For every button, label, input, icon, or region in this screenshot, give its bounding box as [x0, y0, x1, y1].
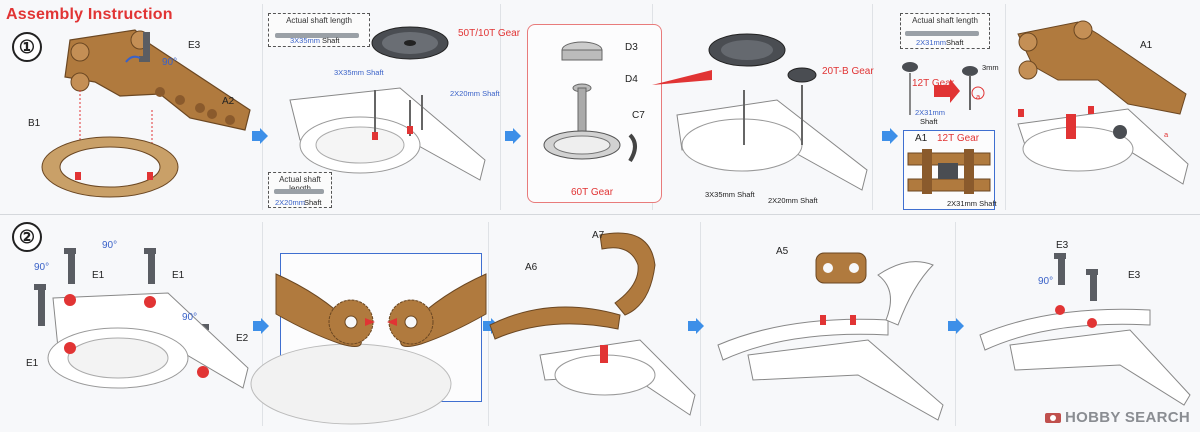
- label-angle: 90°: [182, 312, 198, 323]
- actual-shaft-length-box-bottom: Actual shaft length: [268, 172, 332, 208]
- shaft-size-2x31: 2X31mm: [916, 38, 947, 47]
- label-angle: 90°: [1038, 276, 1054, 287]
- shaft-icon: [905, 31, 979, 36]
- shaft-size-2x20: 2X20mm: [275, 198, 306, 207]
- label-e2: E2: [236, 333, 249, 344]
- label-d3: D3: [625, 42, 638, 53]
- label-12t-gear: 12T Gear: [912, 78, 955, 89]
- frame-a2-and-ring-b1-illustration: [41, 29, 251, 198]
- detail-callout: [903, 130, 995, 210]
- label-e3: E3: [1056, 240, 1069, 251]
- label-a2: A2: [222, 96, 235, 107]
- flow-arrow-icon: [948, 318, 964, 334]
- arms-a6-a7-illustration: [489, 232, 696, 416]
- shaft-size-3x35: 3X35mm: [290, 36, 321, 45]
- plate-a5-illustration: [717, 252, 944, 421]
- shaft-word: Shaft: [304, 198, 322, 207]
- hobby-search-logo: HOBBY SEARCH: [1044, 409, 1190, 426]
- gear-20t-assembly-illustration: [652, 33, 868, 191]
- gear-60t-subassembly-illustration: [543, 41, 637, 163]
- label-shaft-3x35: 3X35mm Shaft: [705, 190, 755, 199]
- label-e3: E3: [1128, 270, 1141, 281]
- flow-arrow-icon: [252, 128, 268, 144]
- label-angle: 90°: [162, 57, 178, 68]
- row-divider: [0, 214, 1200, 215]
- gear-50t-10t-illustration: [371, 26, 449, 60]
- page-title: Assembly Instruction: [6, 6, 173, 23]
- label-b1: B1: [28, 118, 41, 129]
- actual-shaft-length-caption: Actual shaft length: [279, 175, 321, 193]
- frame-a1-assembly-illustration: [1017, 20, 1189, 185]
- step-number-1: ①: [12, 32, 42, 62]
- marker-a: a: [976, 92, 981, 101]
- detail-label-12t-gear: 12T Gear: [937, 133, 980, 144]
- step-number-2: ②: [12, 222, 42, 252]
- label-d4: D4: [625, 74, 638, 85]
- label-a6: A6: [525, 262, 538, 273]
- label-e1: E1: [172, 270, 185, 281]
- label-c7: C7: [632, 110, 645, 121]
- flow-arrow-icon: [688, 318, 704, 334]
- gear-mesh-detail-illustration: [250, 273, 487, 425]
- label-a5: A5: [776, 246, 789, 257]
- label-e1: E1: [92, 270, 105, 281]
- gear-mesh-detail-callout: [250, 253, 487, 425]
- e1-e2-keys-illustration: [34, 248, 249, 389]
- detail-label-shaft: 2X31mm Shaft: [947, 199, 997, 208]
- logo-text: HOBBY SEARCH: [1064, 409, 1190, 426]
- detail-gear-shaft-illustration: [907, 149, 991, 194]
- label-20t-b-gear: 20T-B Gear: [822, 66, 874, 77]
- gear-label-50t-10t: 50T/10T Gear: [458, 28, 521, 39]
- label-shaft-3x35: 3X35mm Shaft: [334, 68, 384, 77]
- panel-separator: [1005, 4, 1006, 210]
- actual-shaft-length-box: Actual shaft length: [268, 13, 370, 47]
- flow-arrow-icon: [253, 318, 269, 334]
- logo-icon: [1044, 412, 1061, 423]
- label-a1: A1: [1140, 40, 1153, 51]
- label-shaft-2x20: 2X20mm Shaft: [450, 89, 500, 98]
- flow-arrow-icon: [505, 128, 521, 144]
- label-60t-gear: 60T Gear: [571, 187, 614, 198]
- actual-shaft-length-caption: Actual shaft length: [286, 16, 352, 25]
- shaft-word: Shaft: [322, 36, 340, 45]
- label-angle: 90°: [102, 240, 118, 251]
- label-angle: 90°: [34, 262, 50, 273]
- actual-shaft-length-box: Actual shaft length: [900, 13, 990, 49]
- label-a7: A7: [592, 230, 605, 241]
- actual-shaft-length-caption: Actual shaft length: [912, 16, 978, 25]
- label-e3: E3: [188, 40, 201, 51]
- detail-label-a1: A1: [915, 133, 928, 144]
- keys-e3-final-illustration: [979, 253, 1191, 406]
- panel-separator: [500, 4, 501, 210]
- marker-a: a: [1164, 130, 1169, 139]
- label-shaft-2x20: 2X20mm Shaft: [768, 196, 818, 205]
- label-e1: E1: [26, 358, 39, 369]
- shaft-icon: [275, 33, 359, 38]
- gear-12t-illustration: [902, 62, 985, 115]
- panel-separator: [872, 4, 873, 210]
- shaft-icon: [274, 189, 324, 194]
- panel-separator: [262, 4, 263, 210]
- label-3mm: 3mm: [982, 63, 999, 72]
- shaft-word: Shaft: [946, 38, 964, 47]
- chassis-illustration: [289, 87, 486, 181]
- flow-arrow-icon: [882, 128, 898, 144]
- label-shaft-side: Shaft: [920, 117, 938, 126]
- label-2x31-side: 2X31mm: [915, 108, 946, 117]
